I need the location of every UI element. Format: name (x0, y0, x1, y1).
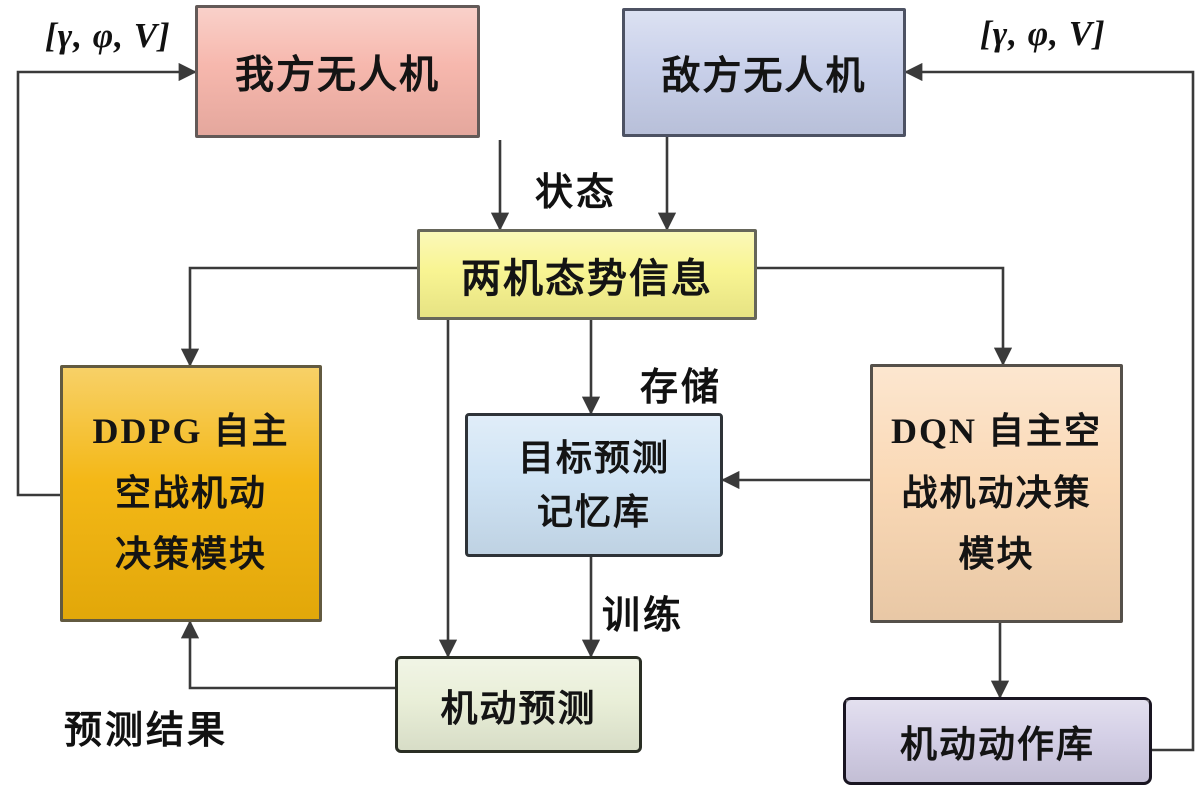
edge-label-store: 存储 (640, 367, 723, 409)
edge-ddpg-to-our-uav (16, 62, 197, 497)
node-enemy-uav: 敌方无人机 (622, 8, 906, 137)
edge-label-state: 状态 (535, 172, 618, 214)
enemy-uav-params-label: [γ, φ, V] (980, 14, 1106, 53)
node-our-uav: 我方无人机 (195, 5, 480, 138)
edge-prediction-to-ddpg (180, 620, 395, 690)
node-ddpg-module-label: DDPG 自主 空战机动 决策模块 (92, 410, 290, 575)
node-dqn-module-label: DQN 自主空 战机动决策 模块 (891, 410, 1102, 575)
node-situation-info-label: 两机态势信息 (461, 255, 713, 301)
node-maneuver-prediction-label: 机动预测 (440, 688, 597, 730)
node-dqn-module: DQN 自主空 战机动决策 模块 (870, 364, 1123, 623)
node-maneuver-prediction: 机动预测 (395, 656, 642, 753)
edge-situation-to-dqn (757, 266, 1013, 366)
node-enemy-uav-label: 敌方无人机 (661, 54, 867, 98)
node-maneuver-action-library-label: 机动动作库 (900, 725, 1095, 766)
node-our-uav-label: 我方无人机 (234, 53, 440, 97)
our-uav-params-label: [γ, φ, V] (45, 16, 171, 55)
edge-label-prediction-result: 预测结果 (64, 710, 229, 752)
node-situation-info: 两机态势信息 (417, 229, 757, 320)
edge-action-lib-to-enemy-uav (904, 62, 1195, 752)
node-ddpg-module: DDPG 自主 空战机动 决策模块 (60, 365, 322, 622)
node-target-prediction-memory: 目标预测 记忆库 (465, 413, 723, 557)
node-target-prediction-memory-label: 目标预测 记忆库 (517, 438, 670, 532)
node-maneuver-action-library: 机动动作库 (843, 697, 1152, 785)
edge-situation-to-ddpg (180, 266, 417, 367)
edge-label-train: 训练 (602, 595, 685, 637)
